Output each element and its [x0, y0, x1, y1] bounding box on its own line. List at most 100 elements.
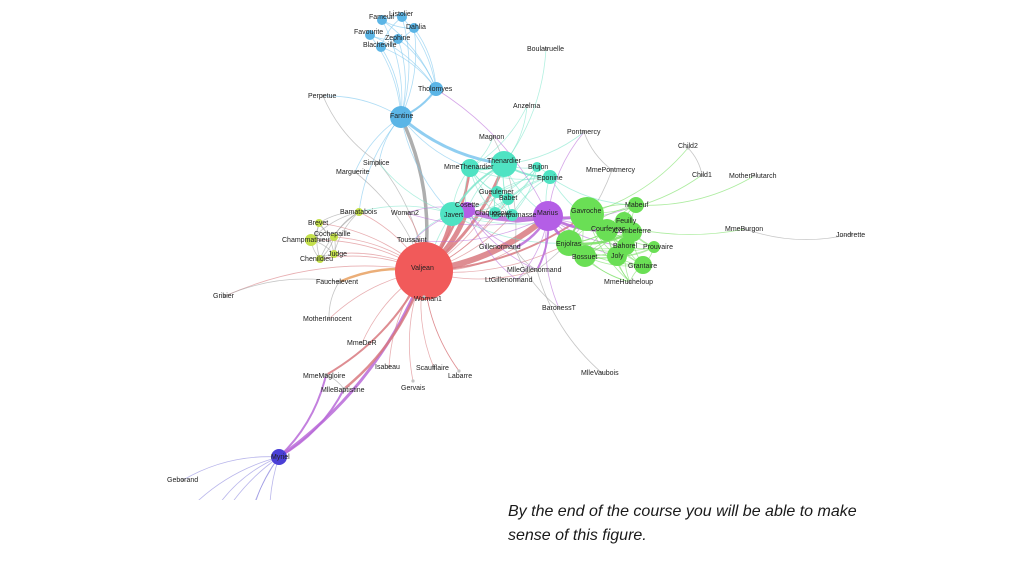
node-gillenormand[interactable] — [513, 246, 517, 250]
node-label-toussaint: Toussaint — [397, 237, 427, 244]
node-label-mllevaubois: MlleVaubois — [581, 370, 619, 377]
node-toussaint[interactable] — [412, 238, 416, 242]
node-label-mmeder: MmeDeR — [347, 340, 377, 347]
node-woman2[interactable] — [405, 211, 409, 215]
node-label-mmemagloire: MmeMagloire — [303, 373, 346, 380]
node-cochepaille[interactable] — [330, 233, 338, 241]
node-gavroche[interactable] — [570, 197, 604, 231]
node-eponine[interactable] — [543, 170, 557, 184]
node-listolier[interactable] — [397, 12, 407, 22]
label-layer: LabarreValjeanMargueriteMmeDeRIsabeauGer… — [167, 11, 865, 484]
node-label-favourite: Favourite — [354, 29, 383, 36]
edge-tholomyes-listolier — [401, 16, 437, 90]
node-thenardier[interactable] — [491, 151, 517, 177]
node-label-cochepaille: Cochepaille — [314, 231, 351, 238]
edge-fantine-javert — [400, 116, 453, 215]
node-pontmercy[interactable] — [582, 130, 586, 134]
node-fameuil[interactable] — [377, 15, 387, 25]
node-champmathieu[interactable] — [305, 234, 317, 246]
node-motherinnocent[interactable] — [327, 317, 331, 321]
node-mabeuf[interactable] — [628, 197, 644, 213]
node-claquesous[interactable] — [489, 207, 501, 219]
edge-fantine-bamatabois — [358, 116, 402, 213]
edge-myriel-mmemagloire — [278, 374, 327, 458]
node-perpetue[interactable] — [321, 94, 325, 98]
node-label-listolier: Listolier — [389, 11, 414, 18]
node-label-eponine: Eponine — [537, 175, 563, 182]
node-label-boulatruelle: Boulatruelle — [527, 46, 564, 53]
node-label-mabeuf: Mabeuf — [625, 202, 648, 209]
node-gervais[interactable] — [411, 379, 415, 383]
node-zephine[interactable] — [393, 34, 403, 44]
node-label-blacheville: Blacheville — [363, 42, 397, 49]
node-tholomyes[interactable] — [429, 82, 443, 96]
node-bamatabois[interactable] — [355, 208, 363, 216]
node-labarre[interactable] — [457, 369, 461, 373]
node-feuilly[interactable] — [615, 212, 633, 230]
node-scaufflaire[interactable] — [432, 366, 436, 370]
edge-cosette-ltgillenormand — [466, 209, 518, 281]
node-baronesst[interactable] — [557, 306, 561, 310]
node-isabeau[interactable] — [387, 365, 391, 369]
slide-caption: By the end of the course you will be abl… — [508, 503, 857, 544]
node-courfeyrac[interactable] — [596, 219, 618, 241]
node-anzelma[interactable] — [525, 104, 529, 108]
edge-myriel-napoleon — [233, 456, 280, 500]
node-montparnasse[interactable] — [506, 209, 518, 221]
node-enjolras[interactable] — [556, 230, 582, 256]
node-dahlia[interactable] — [409, 23, 419, 33]
node-mmeburgon[interactable] — [743, 227, 747, 231]
node-grantaire[interactable] — [634, 256, 652, 274]
node-label-zephine: Zephine — [385, 35, 410, 42]
node-child1[interactable] — [700, 173, 704, 177]
node-motherplutarch[interactable] — [752, 174, 756, 178]
node-ltgillenormand[interactable] — [515, 278, 519, 282]
node-child2[interactable] — [686, 146, 690, 150]
edge-woman2-marius — [406, 212, 549, 226]
node-mllebaptistine[interactable] — [342, 387, 346, 391]
edge-fauchelevent-motherinnocent — [328, 281, 340, 320]
edge-gillenormand-baronesst — [514, 247, 560, 309]
node-simplice[interactable] — [377, 161, 381, 165]
node-mmethenardier[interactable] — [461, 159, 479, 177]
node-magnon[interactable] — [491, 135, 495, 139]
node-babet[interactable] — [502, 193, 514, 205]
node-mllegillenormand[interactable] — [535, 268, 539, 272]
node-marguerite[interactable] — [353, 170, 357, 174]
node-label-woman2: Woman2 — [391, 210, 419, 217]
node-label-fantine: Fantine — [390, 113, 413, 120]
node-marius[interactable] — [533, 201, 563, 231]
node-judge[interactable] — [330, 250, 338, 258]
node-myriel[interactable] — [271, 449, 287, 465]
node-favourite[interactable] — [365, 30, 375, 40]
node-label-gavroche: Gavroche — [571, 208, 601, 215]
node-label-valjean: Valjean — [411, 265, 434, 272]
node-gueulemer[interactable] — [491, 186, 503, 198]
node-mmeder[interactable] — [360, 341, 364, 345]
node-label-javert: Javert — [444, 212, 463, 219]
node-bossuet[interactable] — [574, 245, 596, 267]
node-mllevaubois[interactable] — [600, 371, 604, 375]
node-mmepontmercy[interactable] — [610, 168, 614, 172]
node-brujon[interactable] — [532, 162, 542, 172]
node-chenildieu[interactable] — [316, 255, 324, 263]
node-jondrette[interactable] — [849, 232, 853, 236]
node-blacheville[interactable] — [376, 42, 386, 52]
node-label-judge: Judge — [328, 251, 347, 258]
edge-mmeburgon-jondrette — [744, 228, 852, 241]
node-mmehucheloup[interactable] — [628, 280, 632, 284]
node-valjean[interactable] — [395, 242, 453, 300]
node-woman1[interactable] — [422, 295, 426, 299]
node-label-mmeburgon: MmeBurgon — [725, 226, 763, 233]
node-fantine[interactable] — [390, 106, 412, 128]
edge-tholomyes-favourite — [369, 34, 437, 90]
node-joly[interactable] — [607, 246, 627, 266]
node-gribier[interactable] — [223, 294, 227, 298]
node-fauchelevent[interactable] — [337, 280, 341, 284]
node-boulatruelle[interactable] — [544, 47, 548, 51]
node-mmemagloire[interactable] — [324, 373, 328, 377]
node-javert[interactable] — [440, 202, 464, 226]
node-brevet[interactable] — [315, 219, 323, 227]
node-geborand[interactable] — [181, 478, 185, 482]
node-prouvaire[interactable] — [648, 241, 660, 253]
